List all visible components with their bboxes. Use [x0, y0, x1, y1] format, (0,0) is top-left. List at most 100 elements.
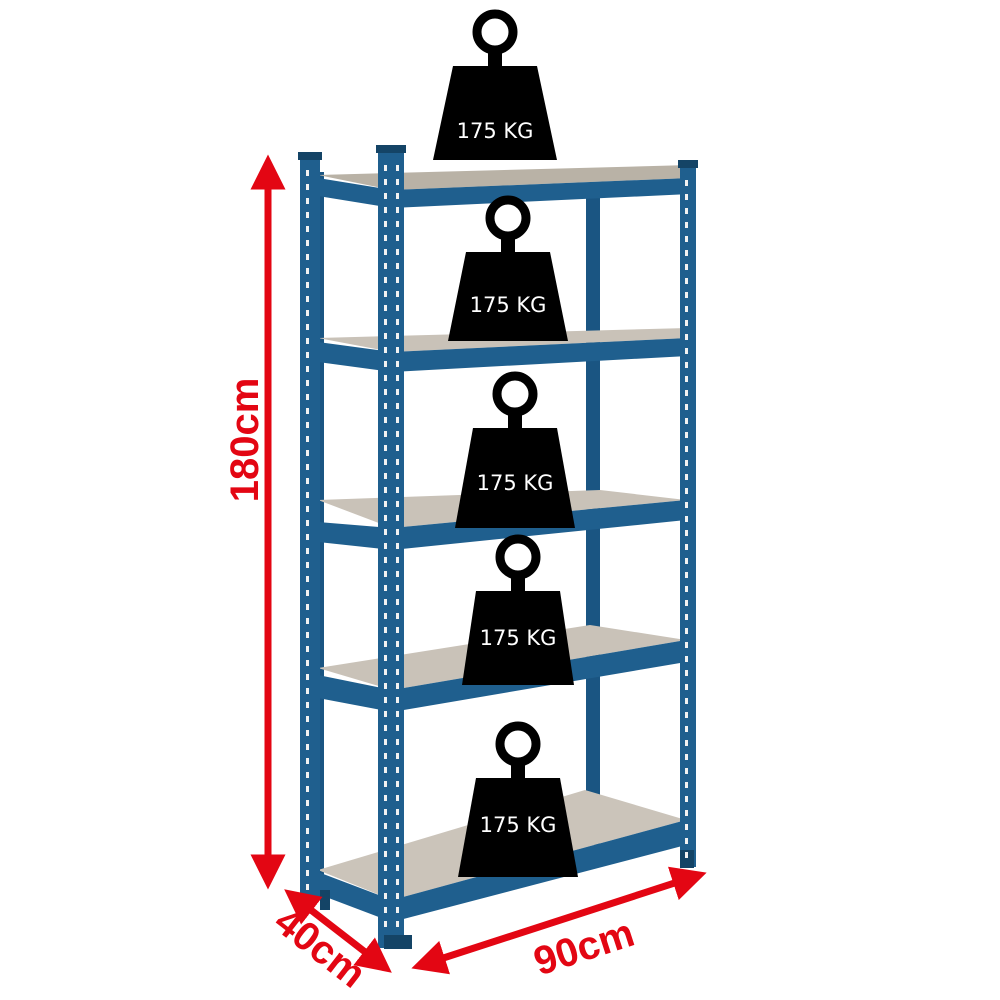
slot-hole	[685, 292, 688, 298]
slot-hole	[396, 361, 399, 367]
slot-hole	[384, 557, 387, 563]
slot-hole	[384, 739, 387, 745]
slot-hole	[306, 310, 309, 316]
slot-hole	[396, 557, 399, 563]
weight-label: 175 KG	[457, 119, 534, 143]
slot-hole	[306, 842, 309, 848]
slot-hole	[396, 529, 399, 535]
slot-hole	[685, 502, 688, 508]
slot-hole	[396, 669, 399, 675]
slot-hole	[384, 207, 387, 213]
upright-cap	[376, 145, 406, 153]
slot-hole	[384, 641, 387, 647]
slot-hole	[306, 212, 309, 218]
slot-hole	[396, 823, 399, 829]
slot-hole	[306, 184, 309, 190]
slot-hole	[384, 333, 387, 339]
slot-hole	[306, 464, 309, 470]
slot-hole	[306, 828, 309, 834]
slot-hole	[306, 268, 309, 274]
slot-hole	[396, 375, 399, 381]
slot-hole	[396, 487, 399, 493]
slot-hole	[396, 431, 399, 437]
slot-hole	[396, 837, 399, 843]
slot-hole	[396, 809, 399, 815]
slot-hole	[396, 599, 399, 605]
slot-hole	[396, 263, 399, 269]
weight-icon: 175 KG	[448, 195, 568, 341]
slot-hole	[306, 562, 309, 568]
slot-hole	[306, 352, 309, 358]
slot-hole	[384, 711, 387, 717]
slot-hole	[384, 179, 387, 185]
slot-hole	[384, 655, 387, 661]
slot-hole	[685, 222, 688, 228]
slot-hole	[306, 856, 309, 862]
slot-hole	[384, 669, 387, 675]
slot-hole	[384, 235, 387, 241]
slot-hole	[384, 375, 387, 381]
slot-hole	[306, 450, 309, 456]
slot-hole	[306, 590, 309, 596]
slot-hole	[685, 670, 688, 676]
slot-hole	[384, 725, 387, 731]
height-label: 180cm	[223, 378, 267, 503]
upright-foot	[384, 935, 412, 949]
slot-hole	[396, 515, 399, 521]
slot-hole	[384, 389, 387, 395]
slot-hole	[384, 599, 387, 605]
slot-hole	[306, 436, 309, 442]
slot-hole	[384, 221, 387, 227]
weight-label: 175 KG	[480, 626, 557, 650]
slot-hole	[685, 362, 688, 368]
slot-hole	[384, 165, 387, 171]
slot-hole	[396, 333, 399, 339]
slot-hole	[306, 198, 309, 204]
slot-hole	[384, 795, 387, 801]
slot-hole	[685, 460, 688, 466]
slot-hole	[685, 306, 688, 312]
slot-hole	[685, 824, 688, 830]
slot-hole	[306, 492, 309, 498]
slot-hole	[384, 627, 387, 633]
slot-hole	[306, 870, 309, 876]
slot-hole	[396, 207, 399, 213]
slot-hole	[306, 296, 309, 302]
slot-hole	[384, 361, 387, 367]
slot-hole	[306, 814, 309, 820]
slot-hole	[685, 726, 688, 732]
slot-hole	[384, 823, 387, 829]
slot-hole	[306, 786, 309, 792]
slot-hole	[685, 432, 688, 438]
slot-hole	[685, 320, 688, 326]
slot-hole	[306, 800, 309, 806]
slot-hole	[396, 683, 399, 689]
weight-icon: 175 KG	[462, 534, 574, 685]
slot-hole	[306, 702, 309, 708]
upright-foot	[680, 850, 694, 868]
slot-hole	[685, 278, 688, 284]
width-arrow	[411, 866, 707, 975]
slot-hole	[384, 851, 387, 857]
slot-hole	[306, 548, 309, 554]
slot-hole	[306, 422, 309, 428]
slot-hole	[685, 586, 688, 592]
slot-hole	[306, 282, 309, 288]
slot-hole	[685, 404, 688, 410]
slot-hole	[384, 403, 387, 409]
slot-hole	[685, 376, 688, 382]
slot-hole	[384, 683, 387, 689]
slot-hole	[396, 249, 399, 255]
slot-hole	[384, 515, 387, 521]
slot-hole	[685, 250, 688, 256]
slot-hole	[396, 585, 399, 591]
slot-hole	[396, 851, 399, 857]
slot-hole	[396, 739, 399, 745]
slot-hole	[685, 796, 688, 802]
slot-hole	[396, 655, 399, 661]
slot-hole	[384, 277, 387, 283]
slot-hole	[685, 264, 688, 270]
slot-hole	[396, 795, 399, 801]
slot-hole	[396, 221, 399, 227]
slot-hole	[685, 572, 688, 578]
